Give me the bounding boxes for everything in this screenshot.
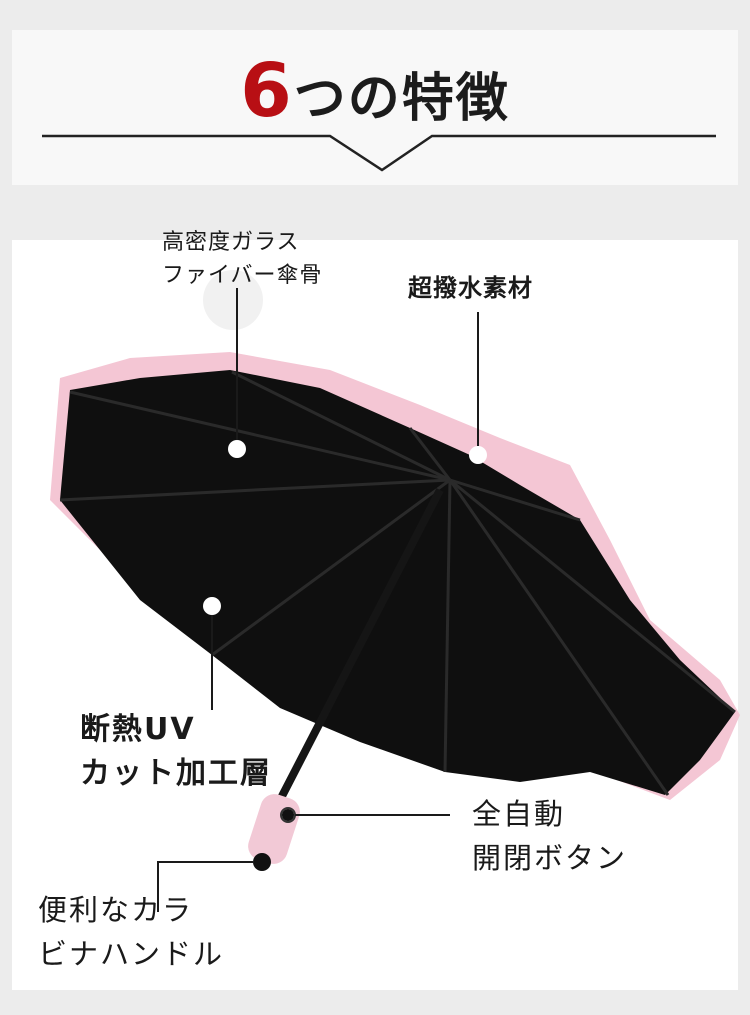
callout-dot-icon [282,809,294,821]
callout-dot-icon [469,446,487,464]
umbrella-shaft [276,488,444,802]
callout-leader-lines [157,288,479,912]
label-handle-line1: 便利なカラ [38,893,194,927]
label-auto-button-line2: 開閉ボタン [472,841,628,875]
callout-dot-icon [203,597,221,615]
feature-title-text: つの特徴 [293,69,510,129]
label-fiber-rib-line2: ファイバー傘骨 [162,263,323,288]
feature-count-number: 6 [240,48,294,134]
label-water-repellent: 超撥水素材 [408,274,533,302]
label-handle: 便利なカラ ビナハンドル [38,888,224,976]
shadow-circle [203,270,263,330]
label-uv-layer: 断熱UV カット加工層 [80,708,272,796]
umbrella-handle [248,794,300,864]
label-fiber-rib: 高密度ガラス ファイバー傘骨 [162,226,323,292]
callout-dot-icon [253,853,271,871]
label-uv-layer-line2: カット加工層 [80,756,272,791]
page-title: 6つの特徴 [0,48,750,134]
label-handle-line2: ビナハンドル [38,937,225,971]
umbrella-ribs [59,370,736,796]
label-auto-button: 全自動 開閉ボタン [472,792,627,880]
header-band [12,30,738,185]
callout-dot-icon [228,440,246,458]
label-auto-button-line1: 全自動 [472,797,566,831]
canopy-inner [60,370,735,795]
label-uv-layer-line1: 断熱UV [80,712,196,747]
label-fiber-rib-line1: 高密度ガラス [162,230,300,255]
